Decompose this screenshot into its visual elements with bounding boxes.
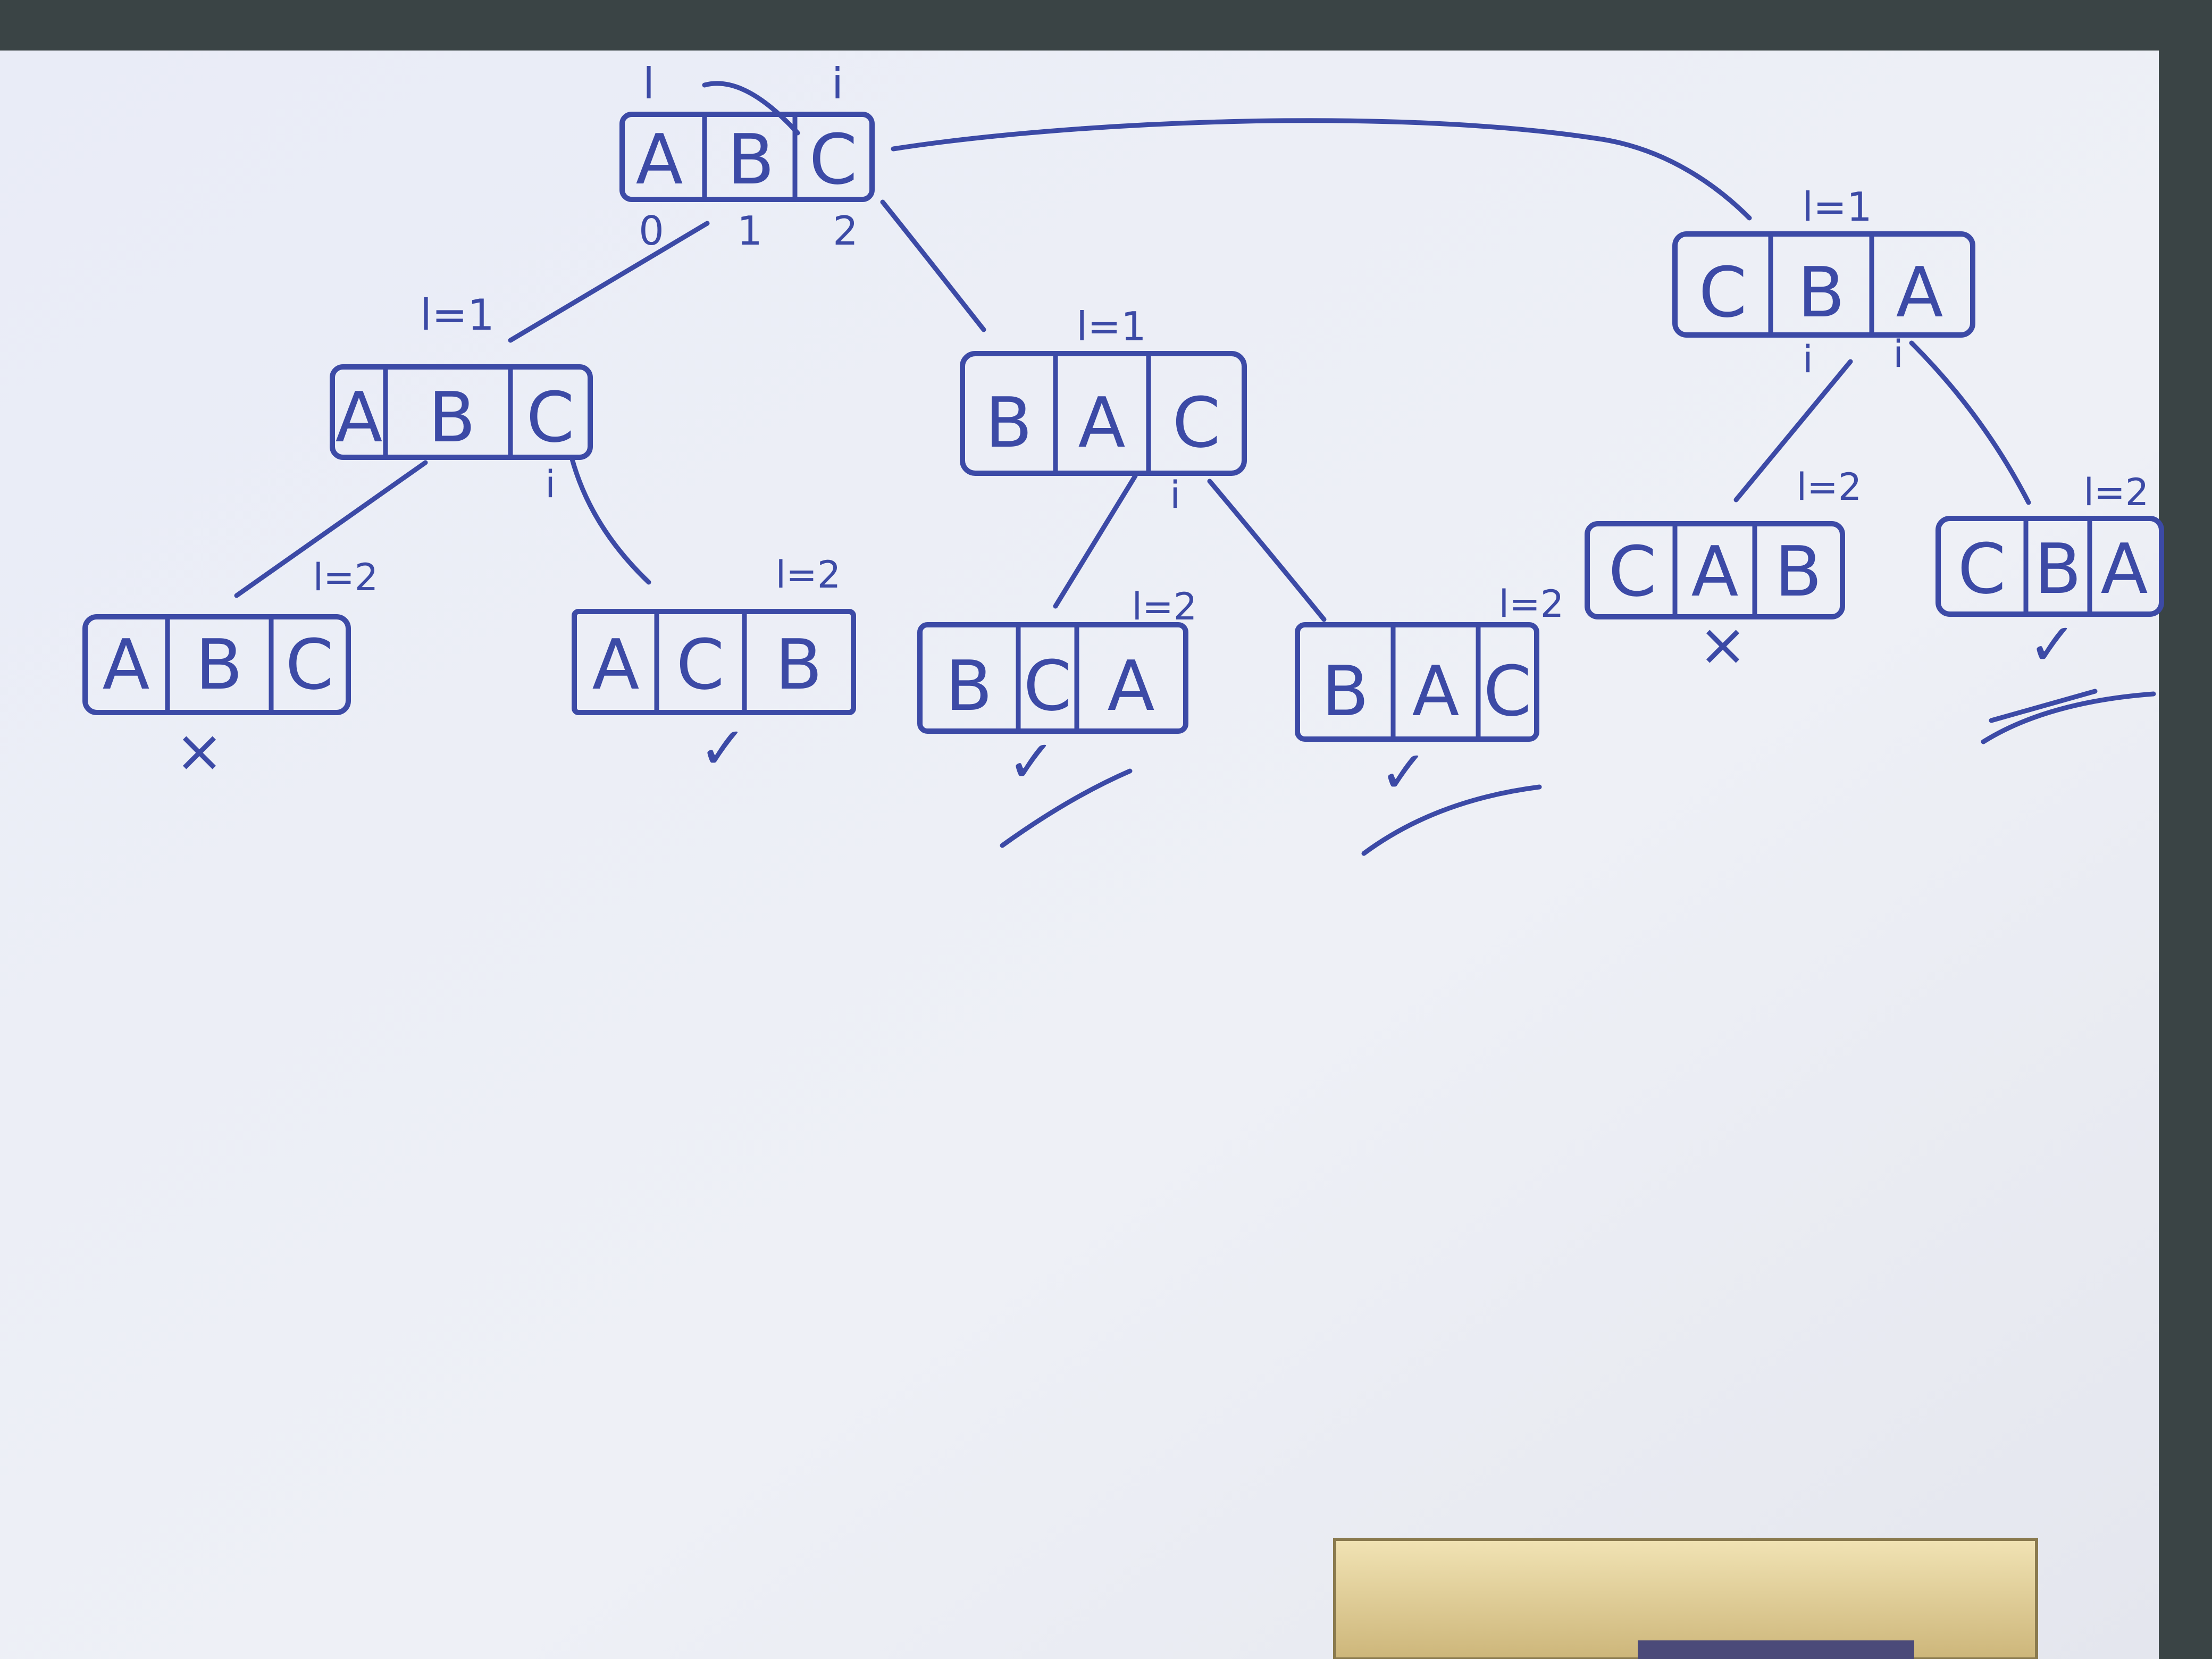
- level2-result: ×: [1698, 610, 1747, 678]
- level2-node-cba: l=2 C B A ✓: [1936, 471, 2164, 744]
- level2-cell: B: [1321, 651, 1369, 732]
- level1-node-cba: l=1 C B A i i: [1672, 183, 1975, 381]
- level2-cell: B: [945, 646, 992, 726]
- level2-cell: B: [2034, 529, 2081, 609]
- board-frame-top: [0, 0, 2212, 58]
- level1-i-mark: i: [545, 463, 555, 506]
- root-cell-1: B: [727, 119, 774, 200]
- level2-cell: A: [1108, 646, 1155, 726]
- level1-cell: C: [526, 377, 575, 458]
- level1-cell: C: [1172, 382, 1221, 463]
- level2-label: l=2: [2084, 471, 2149, 514]
- level2-result: ✓: [699, 714, 748, 782]
- level2-cell: C: [1484, 651, 1532, 732]
- level1-i-mark: i: [1803, 338, 1813, 381]
- root-cell-0: A: [636, 119, 683, 200]
- level1-i-mark: i: [1893, 332, 1903, 376]
- level2-cell: A: [2101, 529, 2148, 609]
- board-frame-right: [2159, 0, 2212, 1659]
- level2-cell: B: [775, 624, 822, 705]
- level2-cell: C: [676, 624, 725, 705]
- root-cell-2: C: [809, 119, 858, 200]
- level2-result: ✓: [1379, 738, 1428, 806]
- level1-node-abc: l=1 A B C i: [330, 290, 593, 506]
- level1-cell: B: [985, 382, 1032, 463]
- level2-cell: C: [1958, 529, 2006, 609]
- level2-node-bca: l=2 B C A ✓: [917, 585, 1197, 848]
- level2-cell: C: [1024, 646, 1072, 726]
- level1-label: l=1: [1076, 303, 1146, 350]
- eraser[interactable]: [1333, 1538, 2038, 1659]
- level1-cell: C: [1699, 252, 1747, 333]
- level2-cell: A: [592, 624, 640, 705]
- level2-node-acb: l=2 A C B ✓: [572, 553, 856, 782]
- level2-result: ✓: [1007, 727, 1056, 795]
- board-surface: [0, 51, 2169, 1659]
- underline-stroke: [1981, 691, 2156, 744]
- level2-cell: B: [195, 624, 242, 705]
- level2-cell: B: [1774, 531, 1822, 612]
- underline-stroke: [1989, 689, 2098, 723]
- level1-cell: A: [336, 377, 383, 458]
- root-index-1: 1: [737, 207, 763, 254]
- root-index-2: 2: [833, 207, 858, 254]
- level2-node-bac: l=2 B A C ✓: [1295, 582, 1564, 856]
- level1-cell: A: [1078, 382, 1126, 463]
- root-index-0: 0: [639, 207, 664, 254]
- level2-result: ✓: [2028, 610, 2077, 678]
- root-node: A B C l i 0 1 2: [619, 59, 875, 254]
- level2-label: l=2: [1499, 582, 1564, 626]
- level1-node-bac: l=1 B A C i: [960, 303, 1247, 517]
- level1-cell: B: [428, 377, 475, 458]
- level1-cell: A: [1896, 252, 1943, 333]
- level2-cell: C: [1608, 531, 1657, 612]
- underline-stroke: [1000, 768, 1133, 848]
- level1-cell: B: [1797, 252, 1845, 333]
- level1-label: l=1: [1802, 183, 1872, 230]
- level2-label: l=2: [1797, 465, 1862, 509]
- level2-label: l=2: [1132, 585, 1197, 629]
- root-i-label: i: [832, 59, 843, 108]
- level2-cell: A: [103, 624, 150, 705]
- level2-node-abc: l=2 A B C ×: [82, 556, 379, 785]
- root-l-label: l: [643, 59, 655, 108]
- level1-i-mark: i: [1170, 473, 1180, 517]
- underline-stroke: [1361, 784, 1542, 856]
- level2-label: l=2: [313, 556, 379, 599]
- level2-cell: A: [1691, 531, 1739, 612]
- level2-cell: C: [286, 624, 334, 705]
- level2-label: l=2: [776, 553, 841, 597]
- level2-result: ×: [175, 717, 224, 785]
- tree-edges: [234, 81, 2031, 622]
- level2-cell: A: [1412, 651, 1460, 732]
- level1-label: l=1: [420, 290, 495, 340]
- level2-node-cab: l=2 C A B ×: [1585, 465, 1862, 678]
